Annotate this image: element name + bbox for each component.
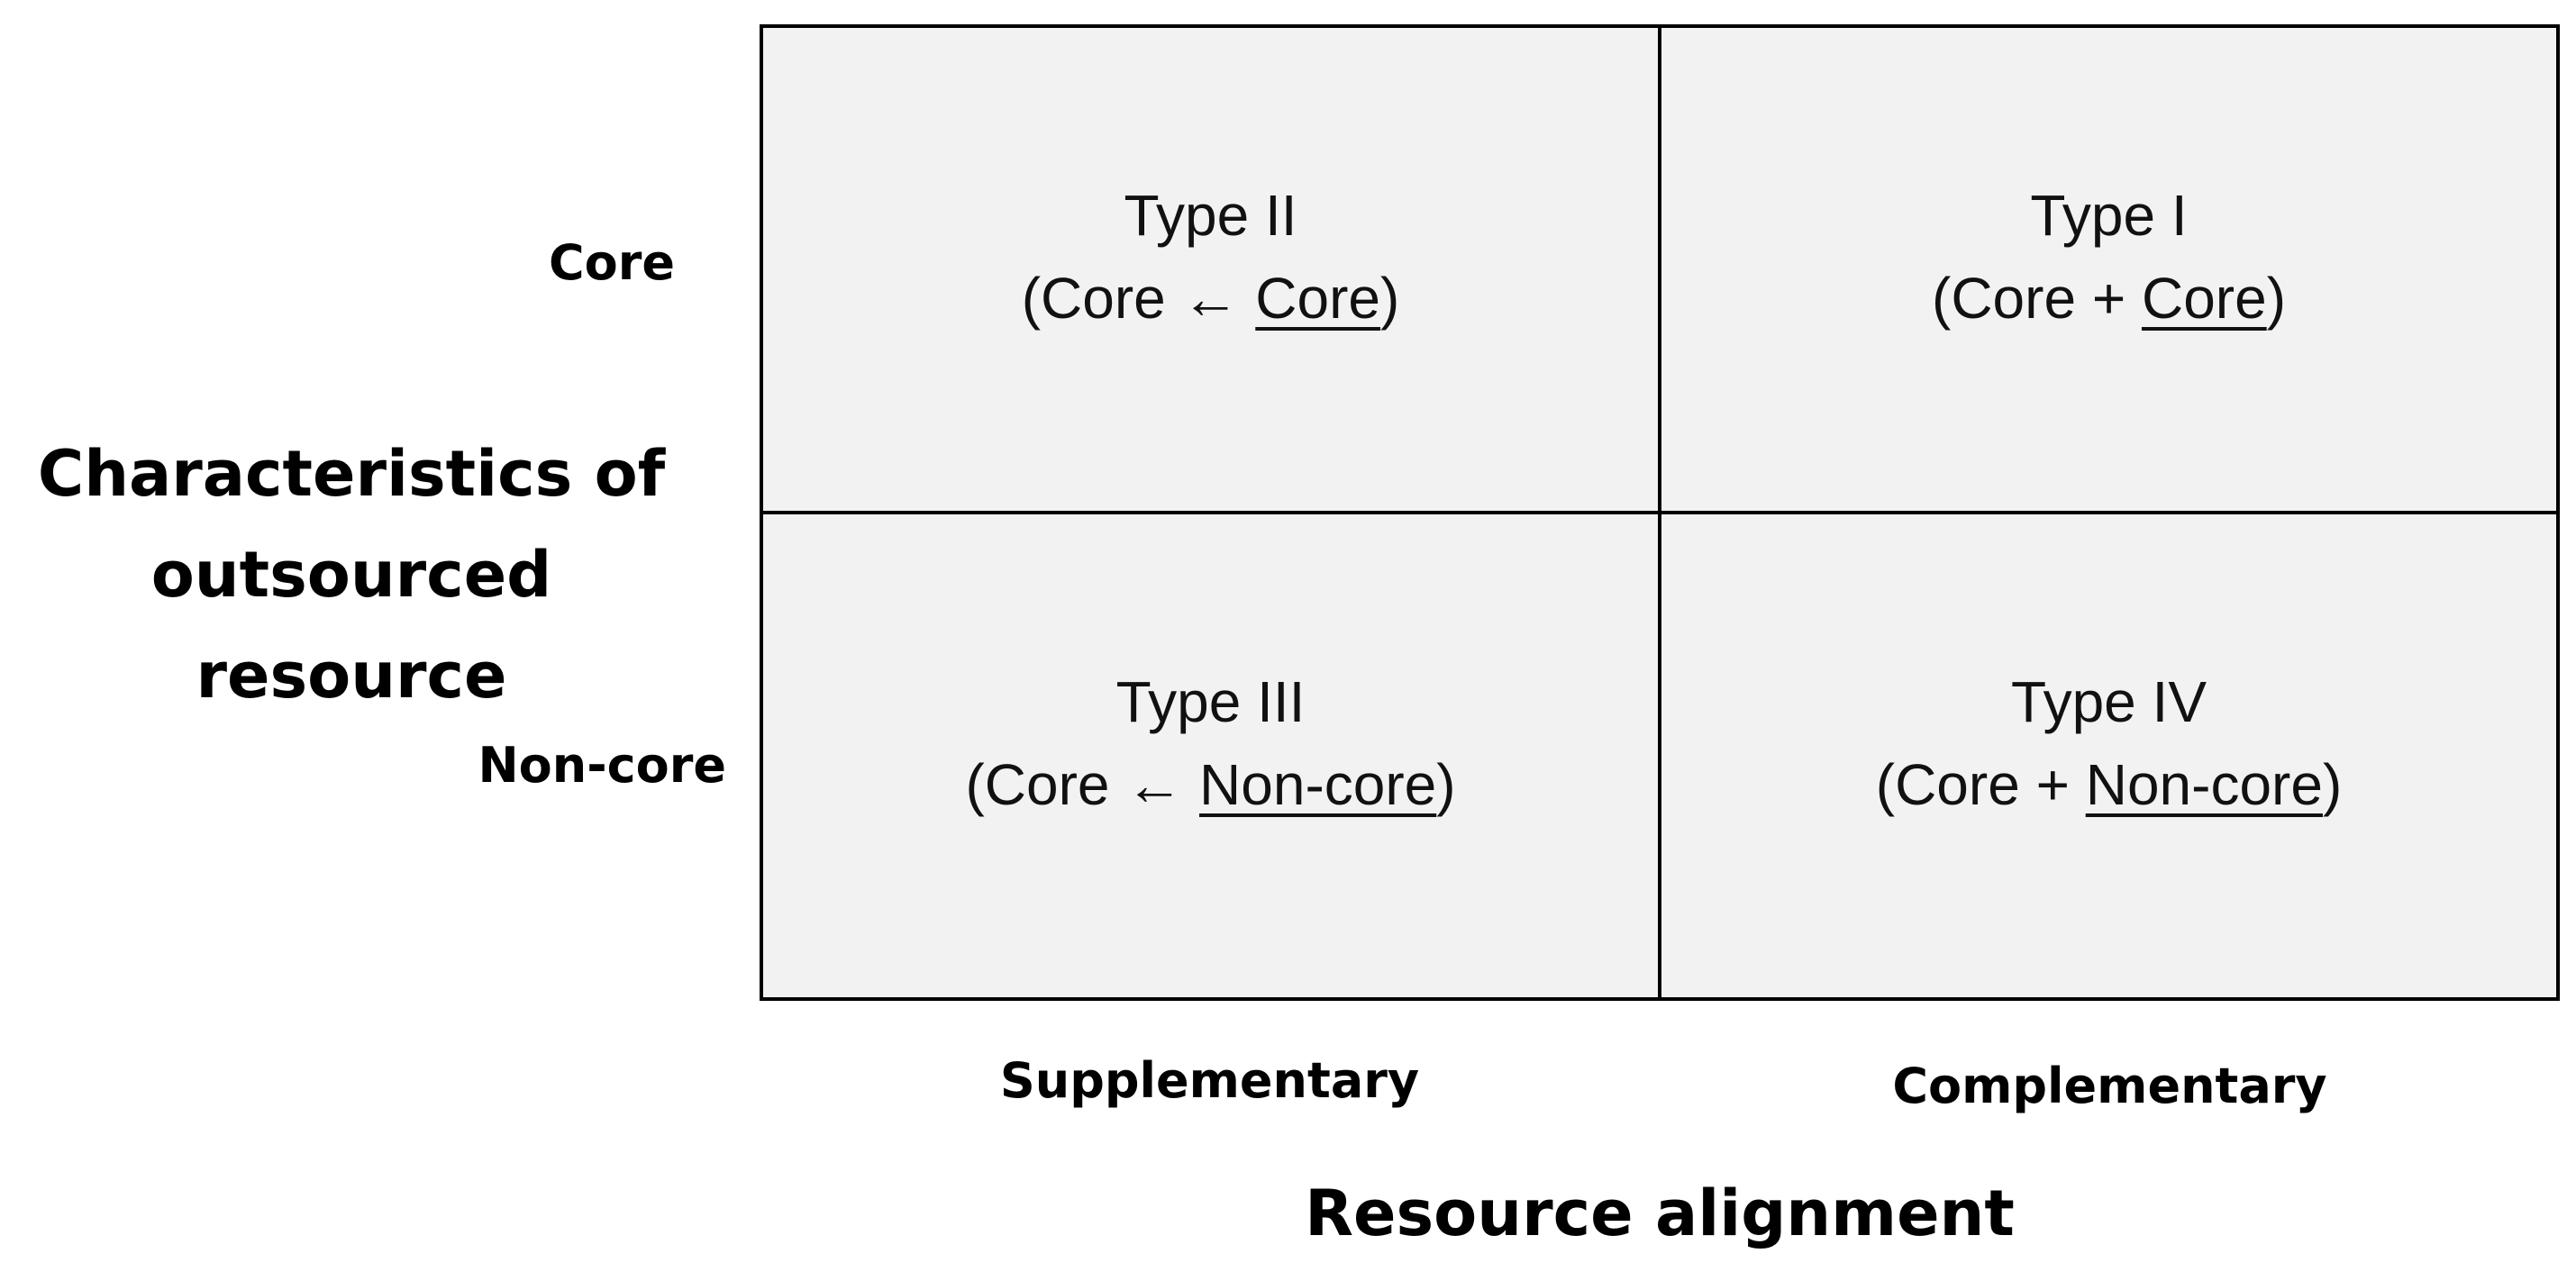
cell-type-ii: Type II (Core ← Core) bbox=[763, 28, 1660, 513]
cell-type-ii-formula: (Core ← Core) bbox=[1022, 257, 1400, 340]
formula-open: (Core bbox=[1021, 266, 1182, 331]
formula-resource: Non-core bbox=[2085, 752, 2323, 817]
formula-open: (Core bbox=[965, 752, 1126, 817]
formula-close: ) bbox=[1436, 752, 1456, 817]
cell-type-i: Type I (Core + Core) bbox=[1660, 28, 2556, 513]
column-label-supplementary: Supplementary bbox=[999, 1052, 1420, 1109]
y-axis-title: Characteristics of outsourced resource bbox=[0, 423, 703, 726]
plus-operator: + bbox=[2091, 266, 2126, 331]
formula-resource: Non-core bbox=[1199, 752, 1437, 817]
cell-type-ii-title: Type II bbox=[1124, 183, 1297, 248]
x-axis-title: Resource alignment bbox=[1305, 1177, 2015, 1250]
formula-open: (Core bbox=[1875, 752, 2036, 817]
y-axis-title-line2: outsourced resource bbox=[150, 538, 552, 713]
formula-close: ) bbox=[1380, 266, 1400, 331]
arrow-left-icon: ← bbox=[1125, 752, 1184, 817]
row-label-core: Core bbox=[549, 234, 675, 291]
formula-resource: Core bbox=[1255, 266, 1380, 331]
y-axis-title-line1: Characteristics of bbox=[37, 437, 666, 511]
cell-type-i-formula: (Core + Core) bbox=[1932, 257, 2286, 340]
formula-close: ) bbox=[2266, 266, 2286, 331]
formula-resource: Core bbox=[2141, 266, 2267, 331]
cell-type-iii-title: Type III bbox=[1115, 669, 1306, 734]
cell-type-iii-formula: (Core ← Non-core) bbox=[965, 743, 1455, 826]
cell-type-i-title: Type I bbox=[2030, 183, 2188, 248]
plus-operator: + bbox=[2035, 752, 2070, 817]
arrow-left-icon: ← bbox=[1181, 266, 1240, 331]
row-label-non-core: Non-core bbox=[478, 737, 726, 794]
formula-open: (Core bbox=[1932, 266, 2092, 331]
cell-type-iii: Type III (Core ← Non-core) bbox=[763, 513, 1660, 997]
cell-type-iv-formula: (Core + Non-core) bbox=[1876, 743, 2343, 826]
cell-type-iv: Type IV (Core + Non-core) bbox=[1660, 513, 2556, 997]
formula-close: ) bbox=[2322, 752, 2343, 817]
cell-type-iv-title: Type IV bbox=[2011, 669, 2207, 734]
outsourcing-matrix: Type II (Core ← Core) Type I (Core + Cor… bbox=[760, 24, 2560, 1001]
column-label-complementary: Complementary bbox=[1892, 1058, 2327, 1114]
